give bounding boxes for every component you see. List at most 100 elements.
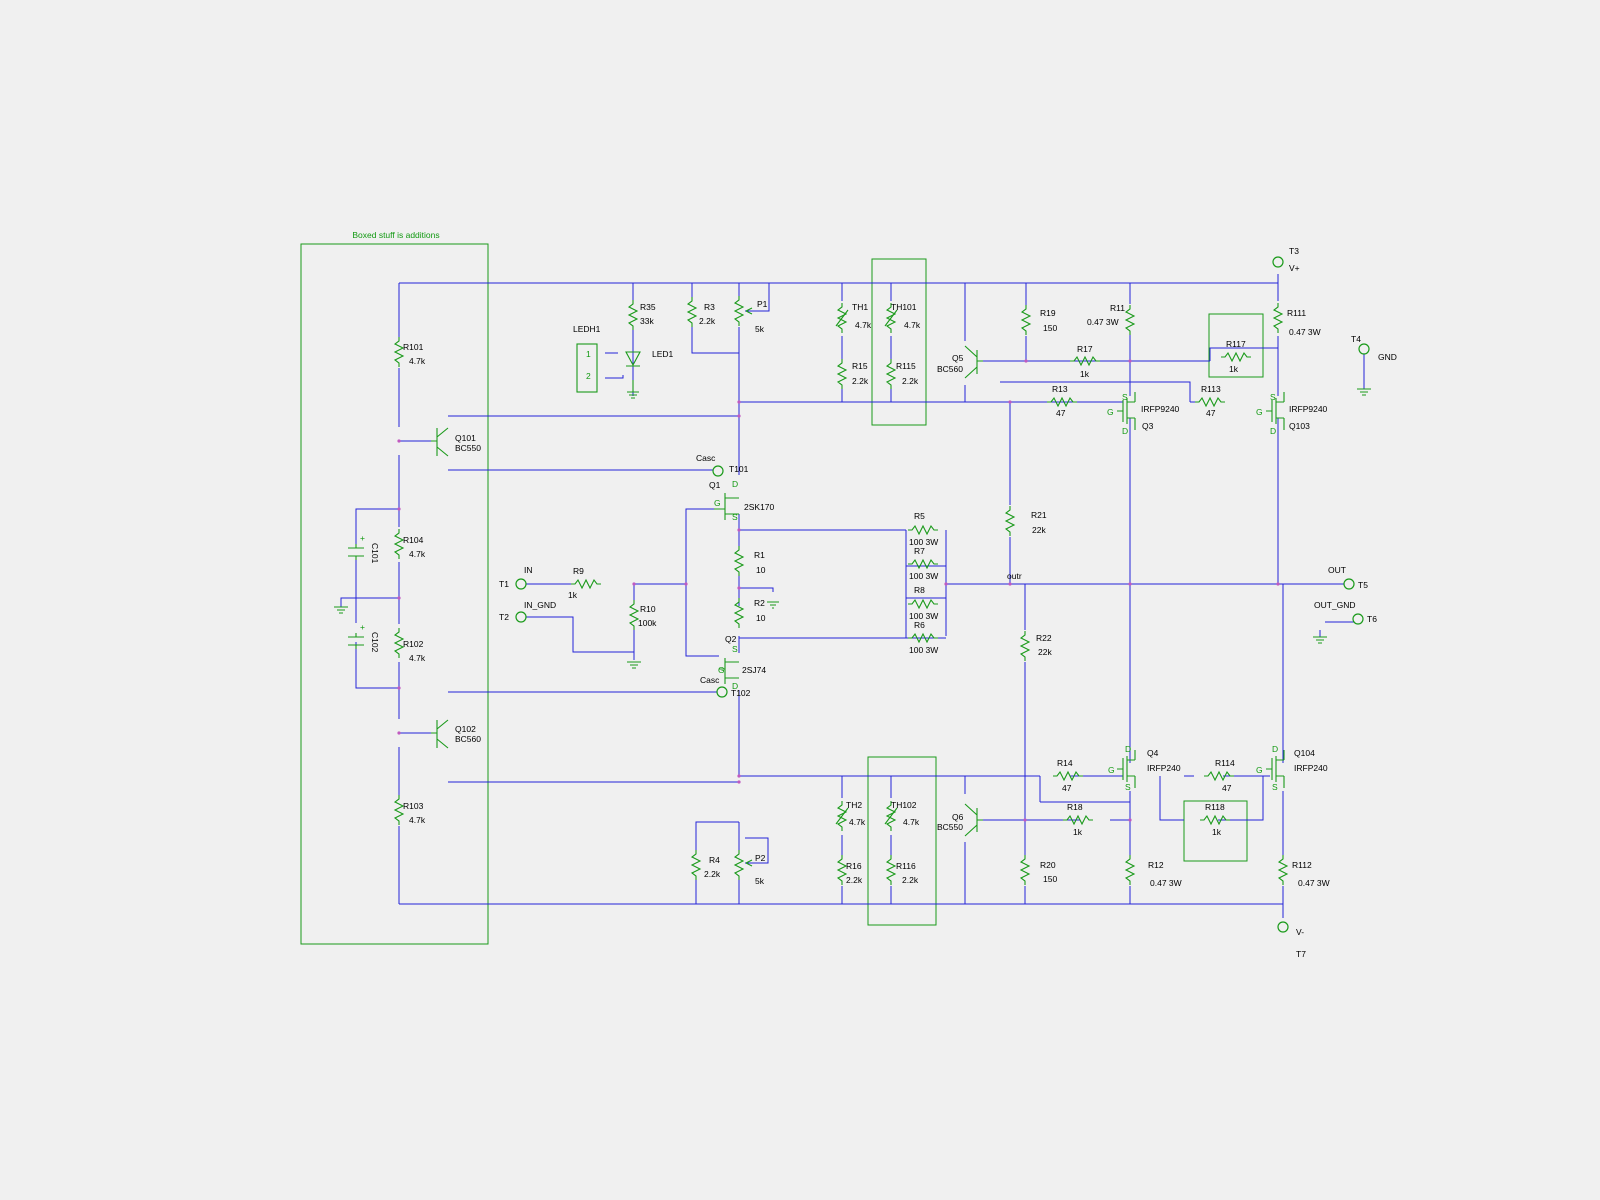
value-t1: IN bbox=[524, 565, 533, 575]
label-r14: R14 bbox=[1057, 758, 1073, 768]
label-q1: Q1 bbox=[709, 480, 721, 490]
label-r15: R15 bbox=[852, 361, 868, 371]
value-q2: 2SJ74 bbox=[742, 665, 766, 675]
value-r13: 47 bbox=[1056, 408, 1066, 418]
label-r4: R4 bbox=[709, 855, 720, 865]
svg-text:G: G bbox=[1108, 765, 1115, 775]
svg-text:D: D bbox=[1122, 426, 1128, 436]
svg-text:1: 1 bbox=[586, 349, 591, 359]
svg-text:D: D bbox=[1272, 744, 1278, 754]
additions-boxes bbox=[300, 243, 1264, 945]
label-r116: R116 bbox=[896, 861, 916, 871]
box-title: Boxed stuff is additions bbox=[352, 230, 439, 240]
label-c102: C102 bbox=[370, 632, 380, 653]
terminal-pins[interactable] bbox=[515, 256, 1370, 933]
label-r17: R17 bbox=[1077, 344, 1093, 354]
svg-text:S: S bbox=[1270, 392, 1276, 402]
svg-text:S: S bbox=[1272, 782, 1278, 792]
label-r9: R9 bbox=[573, 566, 584, 576]
label-r103: R103 bbox=[403, 801, 424, 811]
component-symbols bbox=[334, 295, 1371, 886]
label-c101: C101 bbox=[370, 543, 380, 564]
value-r101: 4.7k bbox=[409, 356, 426, 366]
value-q101: BC550 bbox=[455, 443, 481, 453]
label-t3: T3 bbox=[1289, 246, 1299, 256]
label-r21: R21 bbox=[1031, 510, 1047, 520]
label-r16: R16 bbox=[846, 861, 862, 871]
value-r7: 100 3W bbox=[909, 571, 938, 581]
svg-text:S: S bbox=[1125, 782, 1131, 792]
label-q102: Q102 bbox=[455, 724, 476, 734]
label-q103: Q103 bbox=[1289, 421, 1310, 431]
label-th1: TH1 bbox=[852, 302, 868, 312]
value-t6: OUT_GND bbox=[1314, 600, 1356, 610]
svg-text:S: S bbox=[732, 644, 738, 654]
label-th102: TH102 bbox=[891, 800, 917, 810]
label-q6: Q6 bbox=[952, 812, 964, 822]
label-r112: R112 bbox=[1292, 860, 1312, 870]
svg-text:D: D bbox=[732, 479, 738, 489]
label-th101: TH101 bbox=[891, 302, 917, 312]
label-r10: R10 bbox=[640, 604, 656, 614]
value-r117: 1k bbox=[1229, 364, 1239, 374]
value-r118: 1k bbox=[1212, 827, 1222, 837]
value-th2: 4.7k bbox=[849, 817, 866, 827]
value-r10: 100k bbox=[638, 618, 657, 628]
label-t6: T6 bbox=[1367, 614, 1377, 624]
label-t1: T1 bbox=[499, 579, 509, 589]
value-p2: 5k bbox=[755, 876, 765, 886]
label-r5: R5 bbox=[914, 511, 925, 521]
label-ledh1: LEDH1 bbox=[573, 324, 601, 334]
label-r102: R102 bbox=[403, 639, 424, 649]
svg-text:G: G bbox=[1256, 407, 1263, 417]
value-r104: 4.7k bbox=[409, 549, 426, 559]
value-t7: V- bbox=[1296, 927, 1304, 937]
value-q3: IRFP9240 bbox=[1141, 404, 1180, 414]
value-r19: 150 bbox=[1043, 323, 1057, 333]
svg-text:D: D bbox=[732, 681, 738, 691]
value-q6: BC550 bbox=[937, 822, 963, 832]
value-t2: IN_GND bbox=[524, 600, 556, 610]
value-r116: 2.2k bbox=[902, 875, 919, 885]
value-t101: Casc bbox=[696, 453, 716, 463]
label-q5: Q5 bbox=[952, 353, 964, 363]
value-r16: 2.2k bbox=[846, 875, 863, 885]
value-p1: 5k bbox=[755, 324, 765, 334]
label-r3: R3 bbox=[704, 302, 715, 312]
value-q5: BC560 bbox=[937, 364, 963, 374]
svg-text:S: S bbox=[1122, 392, 1128, 402]
label-r35: R35 bbox=[640, 302, 656, 312]
value-t102: Casc bbox=[700, 675, 720, 685]
label-r11: R11 bbox=[1110, 303, 1125, 313]
value-t4: GND bbox=[1378, 352, 1397, 362]
net-label-out: outr bbox=[1007, 571, 1022, 581]
value-q1: 2SK170 bbox=[744, 502, 775, 512]
value-q102: BC560 bbox=[455, 734, 481, 744]
value-r9: 1k bbox=[568, 590, 578, 600]
value-t5: OUT bbox=[1328, 565, 1346, 575]
value-th102: 4.7k bbox=[903, 817, 920, 827]
value-r111: 0.47 3W bbox=[1289, 327, 1321, 337]
label-r117: R117 bbox=[1226, 339, 1246, 349]
value-r115: 2.2k bbox=[902, 376, 919, 386]
value-r20: 150 bbox=[1043, 874, 1057, 884]
value-r2: 10 bbox=[756, 613, 766, 623]
value-th101: 4.7k bbox=[904, 320, 921, 330]
svg-text:2: 2 bbox=[586, 371, 591, 381]
value-q104: IRFP240 bbox=[1294, 763, 1328, 773]
junctions bbox=[397, 359, 1280, 822]
label-t2: T2 bbox=[499, 612, 509, 622]
label-r18: R18 bbox=[1067, 802, 1083, 812]
label-q2: Q2 bbox=[725, 634, 737, 644]
svg-text:+: + bbox=[360, 533, 365, 543]
label-q104: Q104 bbox=[1294, 748, 1315, 758]
value-r15: 2.2k bbox=[852, 376, 869, 386]
svg-text:S: S bbox=[732, 512, 738, 522]
label-r2: R2 bbox=[754, 598, 765, 608]
value-r14: 47 bbox=[1062, 783, 1072, 793]
label-t102: T102 bbox=[731, 688, 751, 698]
label-th2: TH2 bbox=[846, 800, 862, 810]
label-r12: R12 bbox=[1148, 860, 1164, 870]
svg-text:G: G bbox=[714, 498, 721, 508]
